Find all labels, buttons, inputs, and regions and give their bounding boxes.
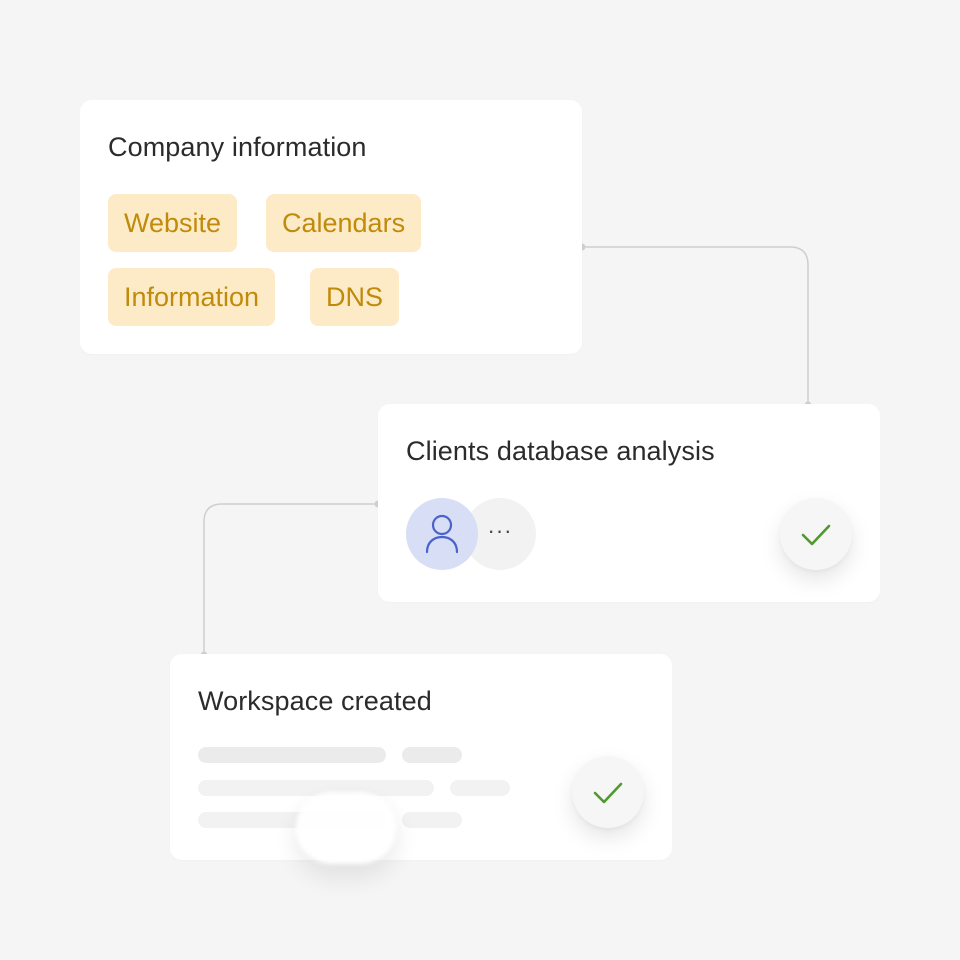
workspace-created-card[interactable]: Workspace created: [170, 654, 672, 860]
tag-calendars[interactable]: Calendars: [266, 194, 422, 252]
user-icon: [425, 514, 459, 554]
card-title: Workspace created: [198, 686, 432, 716]
complete-status-button[interactable]: [780, 498, 852, 570]
skeleton-line: [402, 812, 462, 828]
skeleton-line: [450, 780, 510, 796]
tag-website[interactable]: Website: [108, 194, 238, 252]
skeleton-line: [198, 747, 386, 763]
check-icon: [801, 524, 831, 546]
tag-dns[interactable]: DNS: [310, 268, 400, 326]
tag-information[interactable]: Information: [108, 268, 276, 326]
complete-status-button[interactable]: [572, 756, 644, 828]
drag-cursor-blob: [296, 792, 396, 864]
skeleton-line: [402, 747, 462, 763]
assignee-avatar[interactable]: [406, 498, 478, 570]
card-title: Company information: [108, 132, 367, 162]
company-information-card[interactable]: Company information Website Calendars In…: [80, 100, 582, 354]
check-icon: [593, 782, 623, 804]
card-title: Clients database analysis: [406, 436, 715, 466]
connector-clients-to-workspace: [203, 503, 378, 654]
connector-company-to-clients: [582, 246, 809, 404]
skeleton-line: [198, 780, 434, 796]
